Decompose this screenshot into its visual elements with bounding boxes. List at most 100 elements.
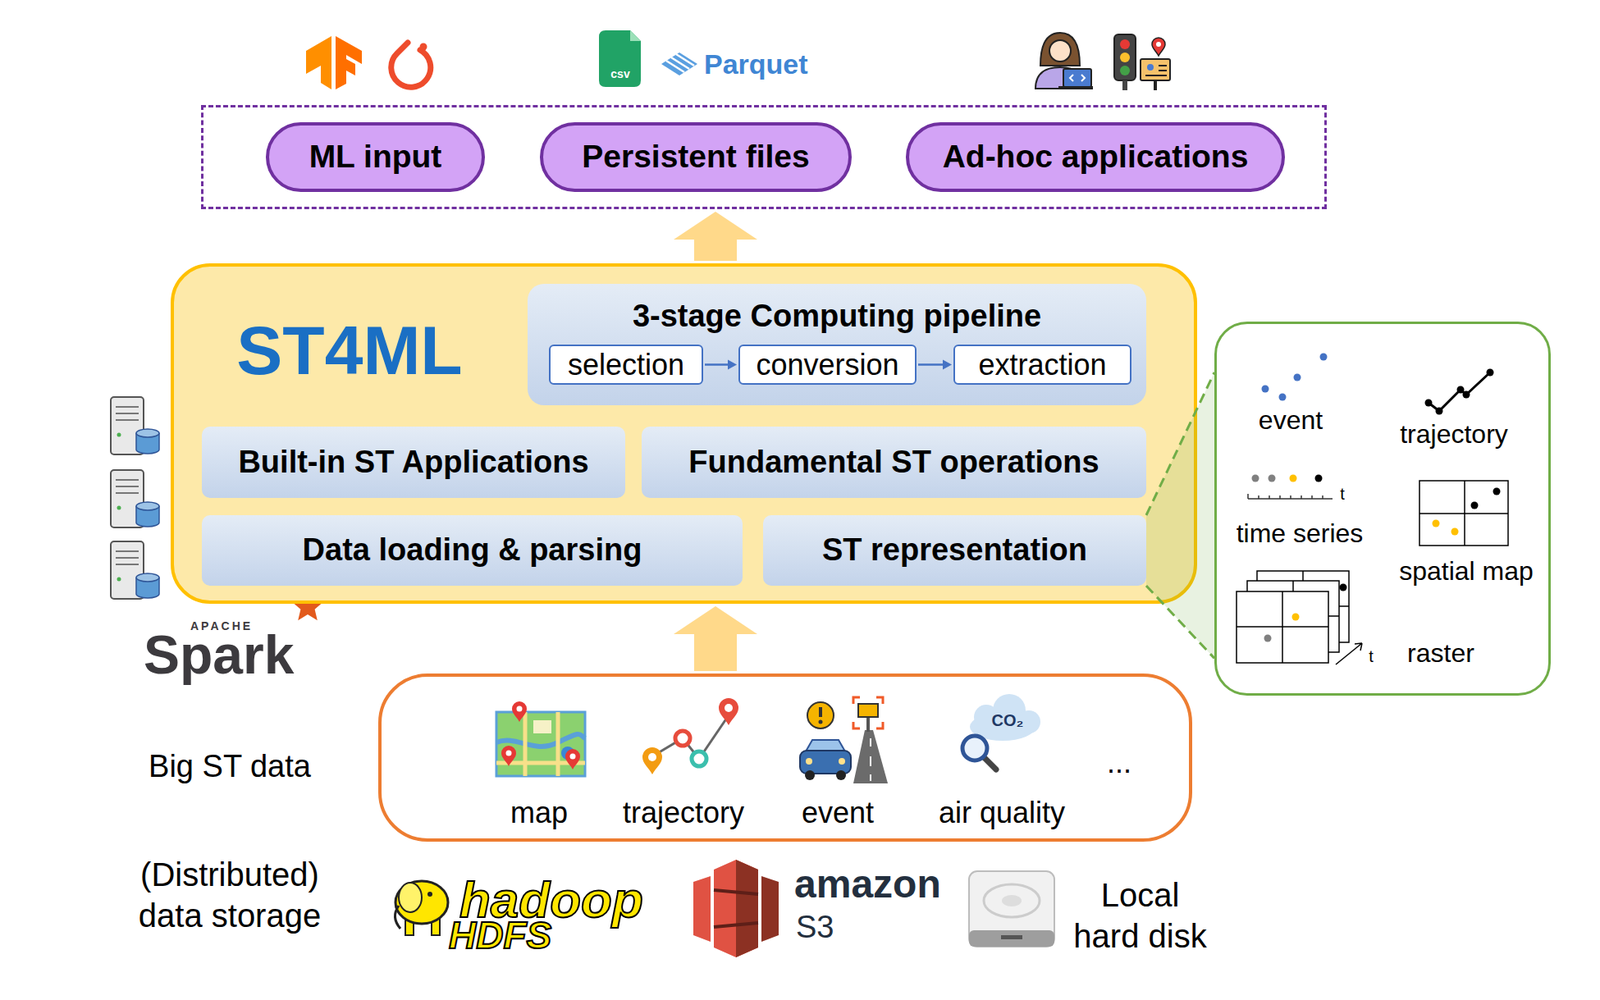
block-arrow-shape <box>673 211 758 261</box>
label-anchor: event <box>1258 405 1323 436</box>
server-icon <box>117 433 122 438</box>
text-label: S3 <box>795 910 834 946</box>
label-anchor: t <box>1368 647 1374 667</box>
trajectory-icon <box>648 753 657 762</box>
stage-box: selection <box>548 344 704 385</box>
server-icon <box>110 397 160 455</box>
developer-icon <box>1063 68 1092 87</box>
label-anchor: air quality <box>938 795 1066 830</box>
pytorch-logo <box>420 43 428 51</box>
label-anchor: amazon <box>794 863 942 907</box>
server-icon <box>117 506 122 511</box>
node-label: ... <box>1106 745 1132 780</box>
node-label: 3-stage Computing pipeline <box>632 298 1042 335</box>
event-icon <box>804 770 815 781</box>
server-icon <box>115 551 139 565</box>
text-label: (Distributed) data storage <box>123 854 337 937</box>
raster-glyph <box>1236 571 1363 665</box>
node-label: Data loading & parsing <box>302 532 643 569</box>
event-icon <box>853 730 888 784</box>
label-anchor: trajectory <box>622 795 745 830</box>
hadoop-elephant <box>394 905 401 929</box>
server-icon <box>110 470 160 528</box>
text-label: HDFS <box>448 916 552 955</box>
s3-icon <box>761 876 779 942</box>
node-label: spatial map <box>1398 556 1534 587</box>
spatial-map-glyph <box>1451 528 1459 536</box>
spatial-map-glyph <box>1471 502 1479 510</box>
label-anchor: ST4ML <box>236 315 462 385</box>
node-label: ST4ML <box>236 315 462 385</box>
hadoop-elephant <box>395 881 448 924</box>
air-quality-icon <box>983 757 997 770</box>
s3-icon <box>713 859 759 958</box>
node-label: ST representation <box>822 532 1088 569</box>
s3-icon <box>713 890 759 928</box>
trajectory-icon <box>718 698 739 726</box>
zoom-line <box>1146 372 1215 516</box>
hard-disk-icon <box>1001 895 1022 907</box>
raster-glyph <box>1292 613 1300 622</box>
node-label: time series <box>1236 518 1364 549</box>
node-label: extraction <box>978 347 1107 382</box>
time-series-glyph <box>1252 475 1260 483</box>
event-icon <box>836 770 846 781</box>
node-label: event <box>801 795 874 830</box>
stage-box: conversion <box>738 344 917 385</box>
arrow-line <box>918 363 943 366</box>
text-label: Local hard disk <box>1068 874 1212 957</box>
server-icon <box>136 573 160 582</box>
developer-icon <box>1049 40 1071 62</box>
hard-disk-icon <box>1001 935 1023 940</box>
event-icon <box>869 738 872 782</box>
text-label: t <box>1368 647 1374 667</box>
pytorch-logo <box>391 42 431 87</box>
map-icon <box>506 750 512 757</box>
stage-box: extraction <box>953 344 1132 385</box>
traffic-light-icon <box>1145 65 1167 76</box>
event-icon <box>807 702 834 729</box>
trajectory-icon <box>691 751 707 767</box>
air-quality-icon <box>962 694 1041 770</box>
module-box: Built-in ST Applications <box>201 426 626 499</box>
node-label: event <box>1258 405 1323 436</box>
module-box: Data loading & parsing <box>201 515 743 586</box>
pytorch-logo <box>391 42 431 87</box>
event-glyph <box>1261 353 1328 402</box>
label-anchor: event <box>801 795 874 830</box>
label-anchor: HDFS <box>448 916 552 955</box>
event-icon <box>800 750 851 774</box>
label-anchor: 3-stage Computing pipeline <box>632 298 1042 335</box>
module-box: Fundamental ST operations <box>641 426 1147 499</box>
time-series-glyph <box>1248 493 1333 499</box>
arrow-line <box>704 363 728 366</box>
time-series-glyph <box>1289 475 1298 483</box>
hard-disk-icon <box>969 871 1055 947</box>
tensorflow-logo <box>306 36 332 90</box>
node-label: trajectory <box>1399 419 1509 450</box>
raster-glyph <box>1264 635 1272 643</box>
hard-disk-icon <box>969 930 1055 947</box>
output-pill: Persistent files <box>539 122 852 192</box>
zoom-line <box>1146 585 1215 659</box>
traffic-light-icon <box>1152 37 1166 56</box>
event-glyph <box>1279 393 1287 402</box>
trajectory-icon <box>642 698 739 775</box>
data-source-box: Big ST datamaptrajectoryeventair quality… <box>378 673 1193 842</box>
text-label: Parquet <box>704 48 809 81</box>
label-anchor: Local hard disk <box>1068 874 1212 957</box>
representation-panel: event trajectory time series spatial map ras… <box>1214 321 1551 696</box>
framework-box: ST4ML 3-stage Computing pipeline selection… <box>170 263 1198 604</box>
node-label: trajectory <box>622 795 745 830</box>
block-arrow <box>673 606 758 672</box>
tensorflow-logo <box>335 36 362 90</box>
raster-glyph <box>1335 643 1363 665</box>
spatial-map-glyph <box>1419 480 1509 546</box>
csv-file-icon <box>598 30 641 87</box>
node-label: map <box>510 795 568 830</box>
node-label: raster <box>1407 638 1475 669</box>
zoom-area <box>1146 372 1215 659</box>
spatial-map-glyph <box>1493 488 1501 496</box>
label-anchor: ... <box>1106 745 1132 780</box>
